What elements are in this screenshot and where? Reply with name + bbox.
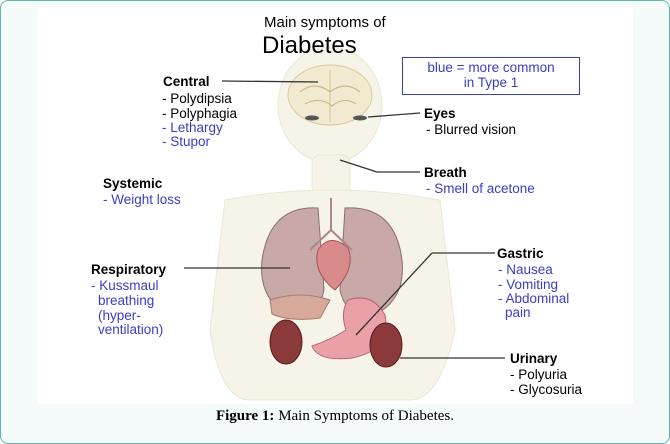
systemic-heading: Systemic	[103, 176, 162, 191]
central-item: - Stupor	[162, 134, 210, 149]
central-heading: Central	[163, 74, 210, 89]
diagram-title-line2: Diabetes	[262, 32, 357, 60]
figure-caption-label: Figure 1:	[216, 408, 274, 424]
respiratory-item: - Kussmaul	[91, 278, 159, 293]
kidney-left-illustration	[270, 320, 302, 364]
eyes-item: - Blurred vision	[426, 122, 516, 137]
diagram-title-line1: Main symptoms of	[264, 14, 386, 31]
breath-item: - Smell of acetone	[426, 181, 535, 196]
legend-line2: in Type 1	[403, 75, 579, 90]
gastric-item: pain	[505, 305, 531, 320]
central-item: - Lethargy	[162, 120, 223, 135]
legend-box: blue = more common in Type 1	[402, 57, 580, 95]
eyes-heading: Eyes	[424, 106, 456, 121]
kidney-right-illustration	[370, 323, 402, 367]
urinary-item: - Glycosuria	[510, 382, 582, 397]
respiratory-item: (hyper-	[98, 308, 141, 323]
figure-caption: Figure 1: Main Symptoms of Diabetes.	[0, 408, 670, 425]
respiratory-heading: Respiratory	[91, 262, 166, 277]
central-item: - Polyphagia	[162, 106, 237, 121]
respiratory-item: breathing	[98, 293, 154, 308]
urinary-item: - Polyuria	[510, 367, 567, 382]
gastric-item: - Abdominal	[498, 291, 569, 306]
urinary-heading: Urinary	[510, 351, 557, 366]
liver-illustration	[270, 295, 330, 319]
breath-heading: Breath	[424, 165, 467, 180]
gastric-item: - Nausea	[498, 262, 553, 277]
gastric-heading: Gastric	[497, 246, 544, 261]
gastric-item: - Vomiting	[498, 277, 558, 292]
figure-caption-text: Main Symptoms of Diabetes.	[274, 408, 454, 424]
respiratory-item: ventilation)	[98, 322, 163, 337]
central-item: - Polydipsia	[162, 91, 232, 106]
systemic-item: - Weight loss	[103, 192, 181, 207]
legend-line1: blue = more common	[403, 60, 579, 75]
